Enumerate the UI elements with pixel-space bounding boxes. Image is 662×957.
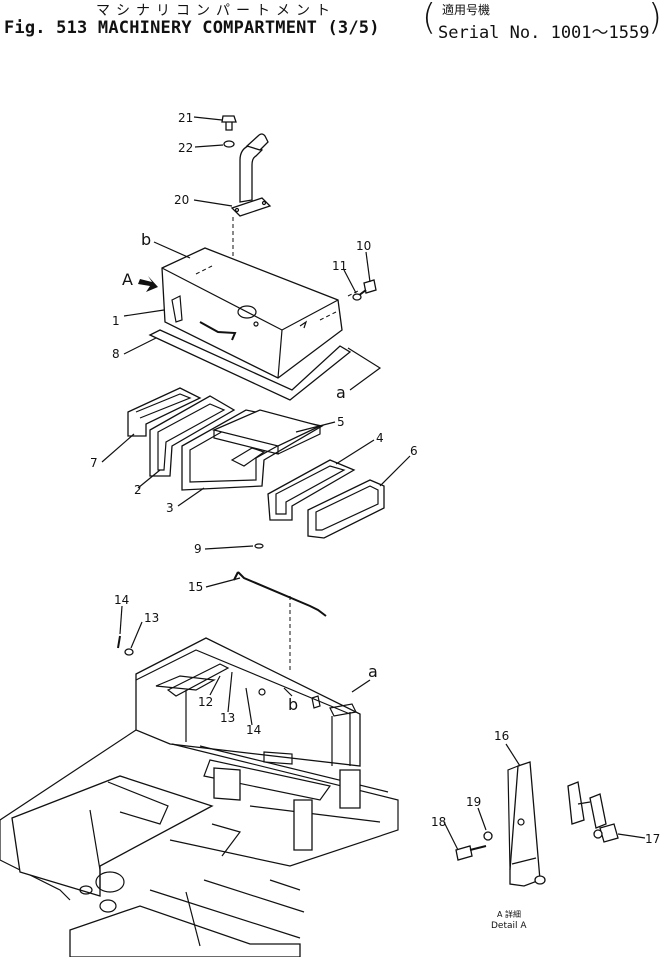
callout-label: 5 — [337, 415, 345, 429]
callout-label: 4 — [376, 431, 384, 445]
leader-lines — [101, 116, 646, 851]
reference-letter: A — [122, 270, 133, 289]
callout-label: 3 — [166, 501, 174, 515]
callout-label: 18 — [431, 815, 446, 829]
callout-label: 21 — [178, 111, 193, 125]
washer-9-drawing — [254, 543, 264, 549]
serial-bracket-left: ( — [422, 0, 437, 38]
callout-label: 16 — [494, 729, 509, 743]
detail-label-japanese: A 詳細 — [497, 909, 521, 919]
reference-letter: b — [288, 695, 298, 714]
reference-letter: b — [141, 230, 151, 249]
partition-frames-drawing — [127, 387, 385, 539]
callout-label: 6 — [410, 444, 418, 458]
figure-title: Fig. 513 MACHINERY COMPARTMENT (3/5) — [4, 18, 380, 38]
reference-letter: a — [336, 383, 346, 402]
machinery-frame-drawing — [0, 637, 399, 957]
cover-drawing — [148, 247, 361, 401]
callout-label: 2 — [134, 483, 142, 497]
callout-label: 20 — [174, 193, 189, 207]
callout-label: 7 — [90, 456, 98, 470]
callout-label: 14 — [114, 593, 129, 607]
serial-label-japanese: 適用号機 — [442, 3, 491, 17]
bolt-and-washer-drawing — [352, 279, 377, 301]
callout-label: 8 — [112, 347, 120, 361]
reference-letters: a a b b A — [122, 230, 378, 714]
callout-label: 22 — [178, 141, 193, 155]
callout-label: 1 — [112, 314, 120, 328]
reference-letter: a — [368, 662, 378, 681]
callout-label: 13 — [220, 711, 235, 725]
callout-label: 11 — [332, 259, 347, 273]
title-japanese: マシナリコンパートメント — [96, 3, 336, 19]
callout-label: 17 — [645, 832, 660, 846]
support-rod-drawing — [233, 571, 327, 672]
serial-range: Serial No. 1001～1559 — [438, 23, 650, 43]
callout-label: 10 — [356, 239, 371, 253]
callout-label: 19 — [466, 795, 481, 809]
detail-a-drawing — [455, 761, 619, 887]
callout-label: 12 — [198, 695, 213, 709]
serial-bracket-right: ) — [648, 0, 662, 38]
exhaust-pipe-drawing — [221, 115, 272, 298]
callout-label: 14 — [246, 723, 261, 737]
callout-label: 13 — [144, 611, 159, 625]
callout-label: 15 — [188, 580, 203, 594]
callout-label: 9 — [194, 542, 202, 556]
view-a-arrow-icon — [138, 276, 158, 292]
callout-numbers: 1 2 3 4 5 6 7 8 9 10 11 12 13 13 14 14 1… — [90, 111, 660, 846]
detail-label: Detail A — [491, 921, 527, 931]
